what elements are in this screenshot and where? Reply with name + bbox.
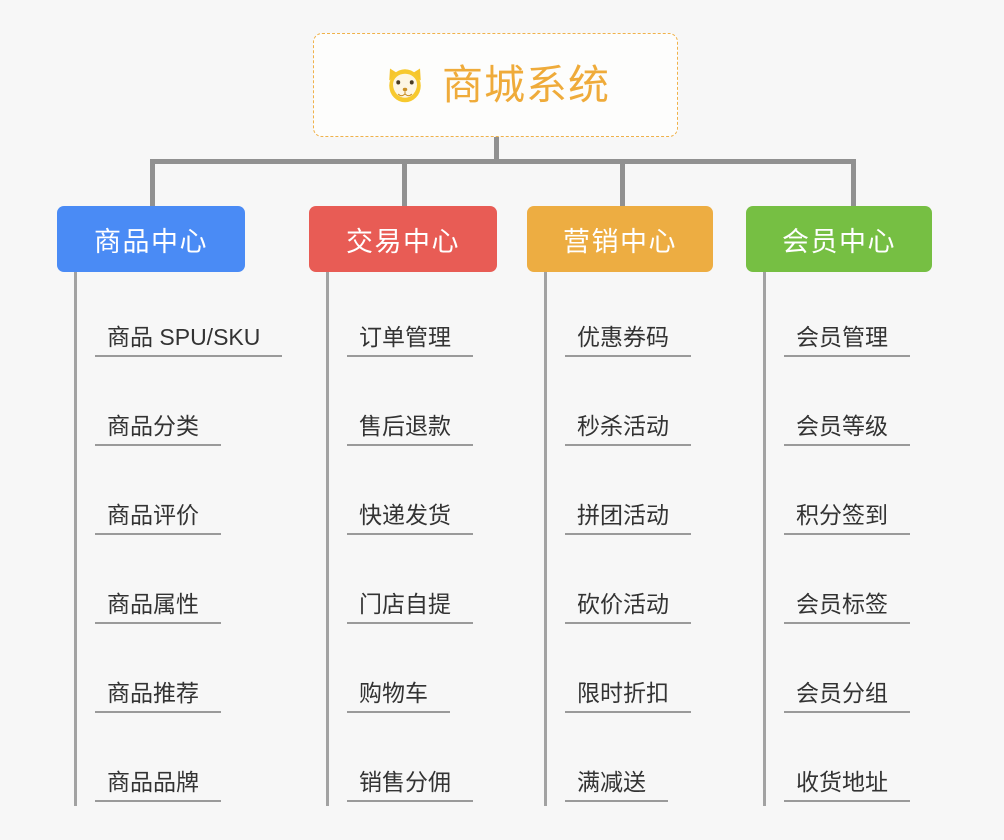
shiba-dog-face-icon [389, 68, 421, 103]
list-item[interactable]: 商品推荐 [77, 628, 245, 717]
category-header-1[interactable]: 商品中心 [57, 206, 245, 272]
list-item[interactable]: 会员等级 [766, 361, 932, 450]
list-item[interactable]: 满减送 [547, 717, 713, 806]
connector-drop-2 [402, 159, 407, 207]
leaf-list-3: 优惠券码 秒杀活动 拼团活动 砍价活动 限时折扣 满减送 [544, 272, 713, 806]
leaf-label: 拼团活动 [565, 502, 691, 535]
leaf-list-1: 商品 SPU/SKU 商品分类 商品评价 商品属性 商品推荐 商品品牌 [74, 272, 283, 806]
connector-drop-3 [620, 159, 625, 207]
branch-column-4: 会员中心 会员管理 会员等级 积分签到 会员标签 会员分组 收货地址 [746, 206, 932, 806]
list-item[interactable]: 收货地址 [766, 717, 932, 806]
leaf-label: 商品 SPU/SKU [95, 324, 283, 357]
category-header-3[interactable]: 营销中心 [527, 206, 713, 272]
connector-root-stem [494, 137, 499, 164]
list-item[interactable]: 会员标签 [766, 539, 932, 628]
list-item[interactable]: 商品属性 [77, 539, 245, 628]
connector-horizontal-bus [150, 159, 856, 164]
category-header-2[interactable]: 交易中心 [309, 206, 497, 272]
category-label-1: 商品中心 [94, 226, 208, 257]
leaf-label: 商品属性 [95, 591, 221, 624]
leaf-label: 门店自提 [347, 591, 473, 624]
list-item[interactable]: 限时折扣 [547, 628, 713, 717]
branch-column-3: 营销中心 优惠券码 秒杀活动 拼团活动 砍价活动 限时折扣 满减送 [527, 206, 713, 806]
category-label-2: 交易中心 [346, 226, 460, 257]
leaf-label: 快递发货 [347, 502, 473, 535]
list-item[interactable]: 门店自提 [329, 539, 497, 628]
leaf-label: 售后退款 [347, 413, 473, 446]
leaf-label: 会员分组 [784, 680, 910, 713]
leaf-label: 会员管理 [784, 324, 910, 357]
leaf-label: 会员等级 [784, 413, 910, 446]
leaf-label: 商品推荐 [95, 680, 221, 713]
list-item[interactable]: 销售分佣 [329, 717, 497, 806]
category-header-4[interactable]: 会员中心 [746, 206, 932, 272]
list-item[interactable]: 会员分组 [766, 628, 932, 717]
list-item[interactable]: 快递发货 [329, 450, 497, 539]
list-item[interactable]: 商品 SPU/SKU [77, 272, 283, 361]
list-item[interactable]: 订单管理 [329, 272, 497, 361]
leaf-label: 商品分类 [95, 413, 221, 446]
list-item[interactable]: 商品评价 [77, 450, 245, 539]
list-item[interactable]: 购物车 [329, 628, 497, 717]
leaf-label: 会员标签 [784, 591, 910, 624]
list-item[interactable]: 积分签到 [766, 450, 932, 539]
leaf-label: 购物车 [347, 680, 450, 713]
list-item[interactable]: 拼团活动 [547, 450, 713, 539]
list-item[interactable]: 秒杀活动 [547, 361, 713, 450]
leaf-label: 秒杀活动 [565, 413, 691, 446]
leaf-label: 砍价活动 [565, 591, 691, 624]
list-item[interactable]: 优惠券码 [547, 272, 713, 361]
branch-column-2: 交易中心 订单管理 售后退款 快递发货 门店自提 购物车 销售分佣 [309, 206, 497, 806]
leaf-label: 商品品牌 [95, 769, 221, 802]
leaf-label: 收货地址 [784, 769, 910, 802]
category-label-3: 营销中心 [563, 226, 677, 257]
leaf-label: 限时折扣 [565, 680, 691, 713]
category-label-4: 会员中心 [782, 226, 896, 257]
leaf-label: 优惠券码 [565, 324, 691, 357]
root-node[interactable]: 商城系统 [313, 33, 678, 137]
list-item[interactable]: 砍价活动 [547, 539, 713, 628]
leaf-list-4: 会员管理 会员等级 积分签到 会员标签 会员分组 收货地址 [763, 272, 932, 806]
branch-column-1: 商品中心 商品 SPU/SKU 商品分类 商品评价 商品属性 商品推荐 商品品牌 [57, 206, 283, 806]
leaf-label: 订单管理 [347, 324, 473, 357]
list-item[interactable]: 售后退款 [329, 361, 497, 450]
leaf-list-2: 订单管理 售后退款 快递发货 门店自提 购物车 销售分佣 [326, 272, 497, 806]
leaf-label: 积分签到 [784, 502, 910, 535]
connector-drop-4 [851, 159, 856, 207]
root-title: 商城系统 [442, 61, 610, 108]
list-item[interactable]: 商品品牌 [77, 717, 245, 806]
leaf-label: 销售分佣 [347, 769, 473, 802]
leaf-label: 商品评价 [95, 502, 221, 535]
list-item[interactable]: 商品分类 [77, 361, 245, 450]
leaf-label: 满减送 [565, 769, 668, 802]
connector-drop-1 [150, 159, 155, 207]
list-item[interactable]: 会员管理 [766, 272, 932, 361]
